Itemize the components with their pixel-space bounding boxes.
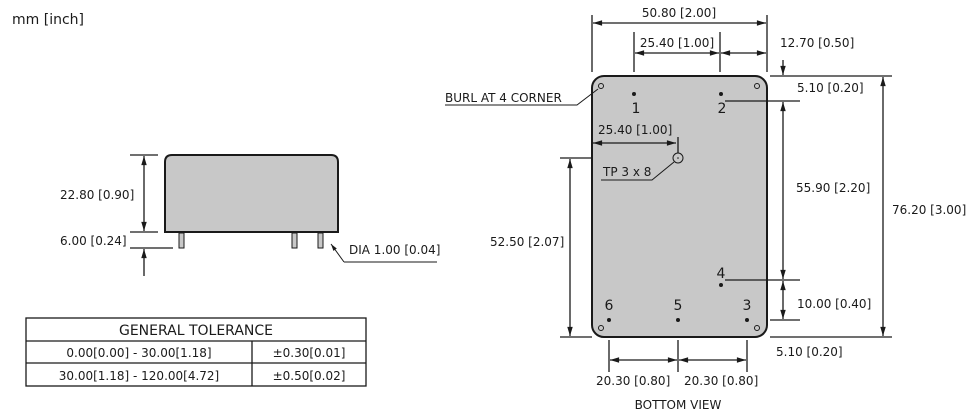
pin4-offset-dimension: 10.00 [0.40]: [797, 297, 871, 311]
tp-height-dimension: 52.50 [2.07]: [490, 235, 564, 249]
side-view: 22.80 [0.90] 6.00 [0.24] DIA 1.00 [0.04]: [60, 154, 440, 276]
bottom-margin-dimension: 5.10 [0.20]: [776, 345, 843, 359]
pin: [317, 232, 324, 249]
table-cell: 30.00[1.18] - 120.00[4.72]: [59, 369, 219, 383]
table-cell: 0.00[0.00] - 30.00[1.18]: [66, 346, 211, 360]
table-title: GENERAL TOLERANCE: [119, 323, 273, 339]
pin-vertical-span-dimension: 55.90 [2.20]: [796, 181, 870, 195]
pin-label-5: 5: [674, 298, 683, 314]
table-cell: ±0.30[0.01]: [273, 346, 346, 360]
pin-label-4: 4: [717, 266, 726, 282]
pin-diameter-label: DIA 1.00 [0.04]: [349, 243, 440, 257]
pin: [291, 232, 298, 249]
tp-offset-dimension: 25.40 [1.00]: [598, 123, 672, 137]
edge-offset-top-dimension: 12.70 [0.50]: [780, 36, 854, 50]
bottom-view-label: BOTTOM VIEW: [635, 398, 722, 412]
pin-label-1: 1: [632, 101, 641, 117]
bottom-view: 1 2 3 4 5 6 25.40 [1.00] TP 3 x 8 BURL A…: [445, 6, 966, 412]
pin-label-6: 6: [605, 298, 614, 314]
bottom-spacing-right-dimension: 20.30 [0.80]: [684, 374, 758, 388]
tp-label: TP 3 x 8: [602, 165, 651, 179]
pin-spacing-top-dimension: 25.40 [1.00]: [640, 36, 714, 50]
tolerance-table: GENERAL TOLERANCE 0.00[0.00] - 30.00[1.1…: [25, 317, 367, 387]
height-dimension-bottom: 76.20 [3.00]: [892, 203, 966, 217]
pin-label-2: 2: [718, 101, 727, 117]
width-dimension: 50.80 [2.00]: [642, 6, 716, 20]
height-dimension: 22.80 [0.90]: [60, 188, 134, 202]
module-body-side: [164, 154, 339, 233]
bottom-spacing-left-dimension: 20.30 [0.80]: [596, 374, 670, 388]
corner-burls: [598, 83, 760, 331]
top-margin-dimension: 5.10 [0.20]: [797, 81, 864, 95]
table-cell: ±0.50[0.02]: [273, 369, 346, 383]
pin: [178, 232, 185, 249]
units-label: mm [inch]: [12, 12, 84, 28]
pin-label-3: 3: [743, 298, 752, 314]
burl-label: BURL AT 4 CORNER: [445, 91, 562, 105]
pin-length-dimension: 6.00 [0.24]: [60, 234, 127, 248]
pins: [607, 92, 749, 322]
